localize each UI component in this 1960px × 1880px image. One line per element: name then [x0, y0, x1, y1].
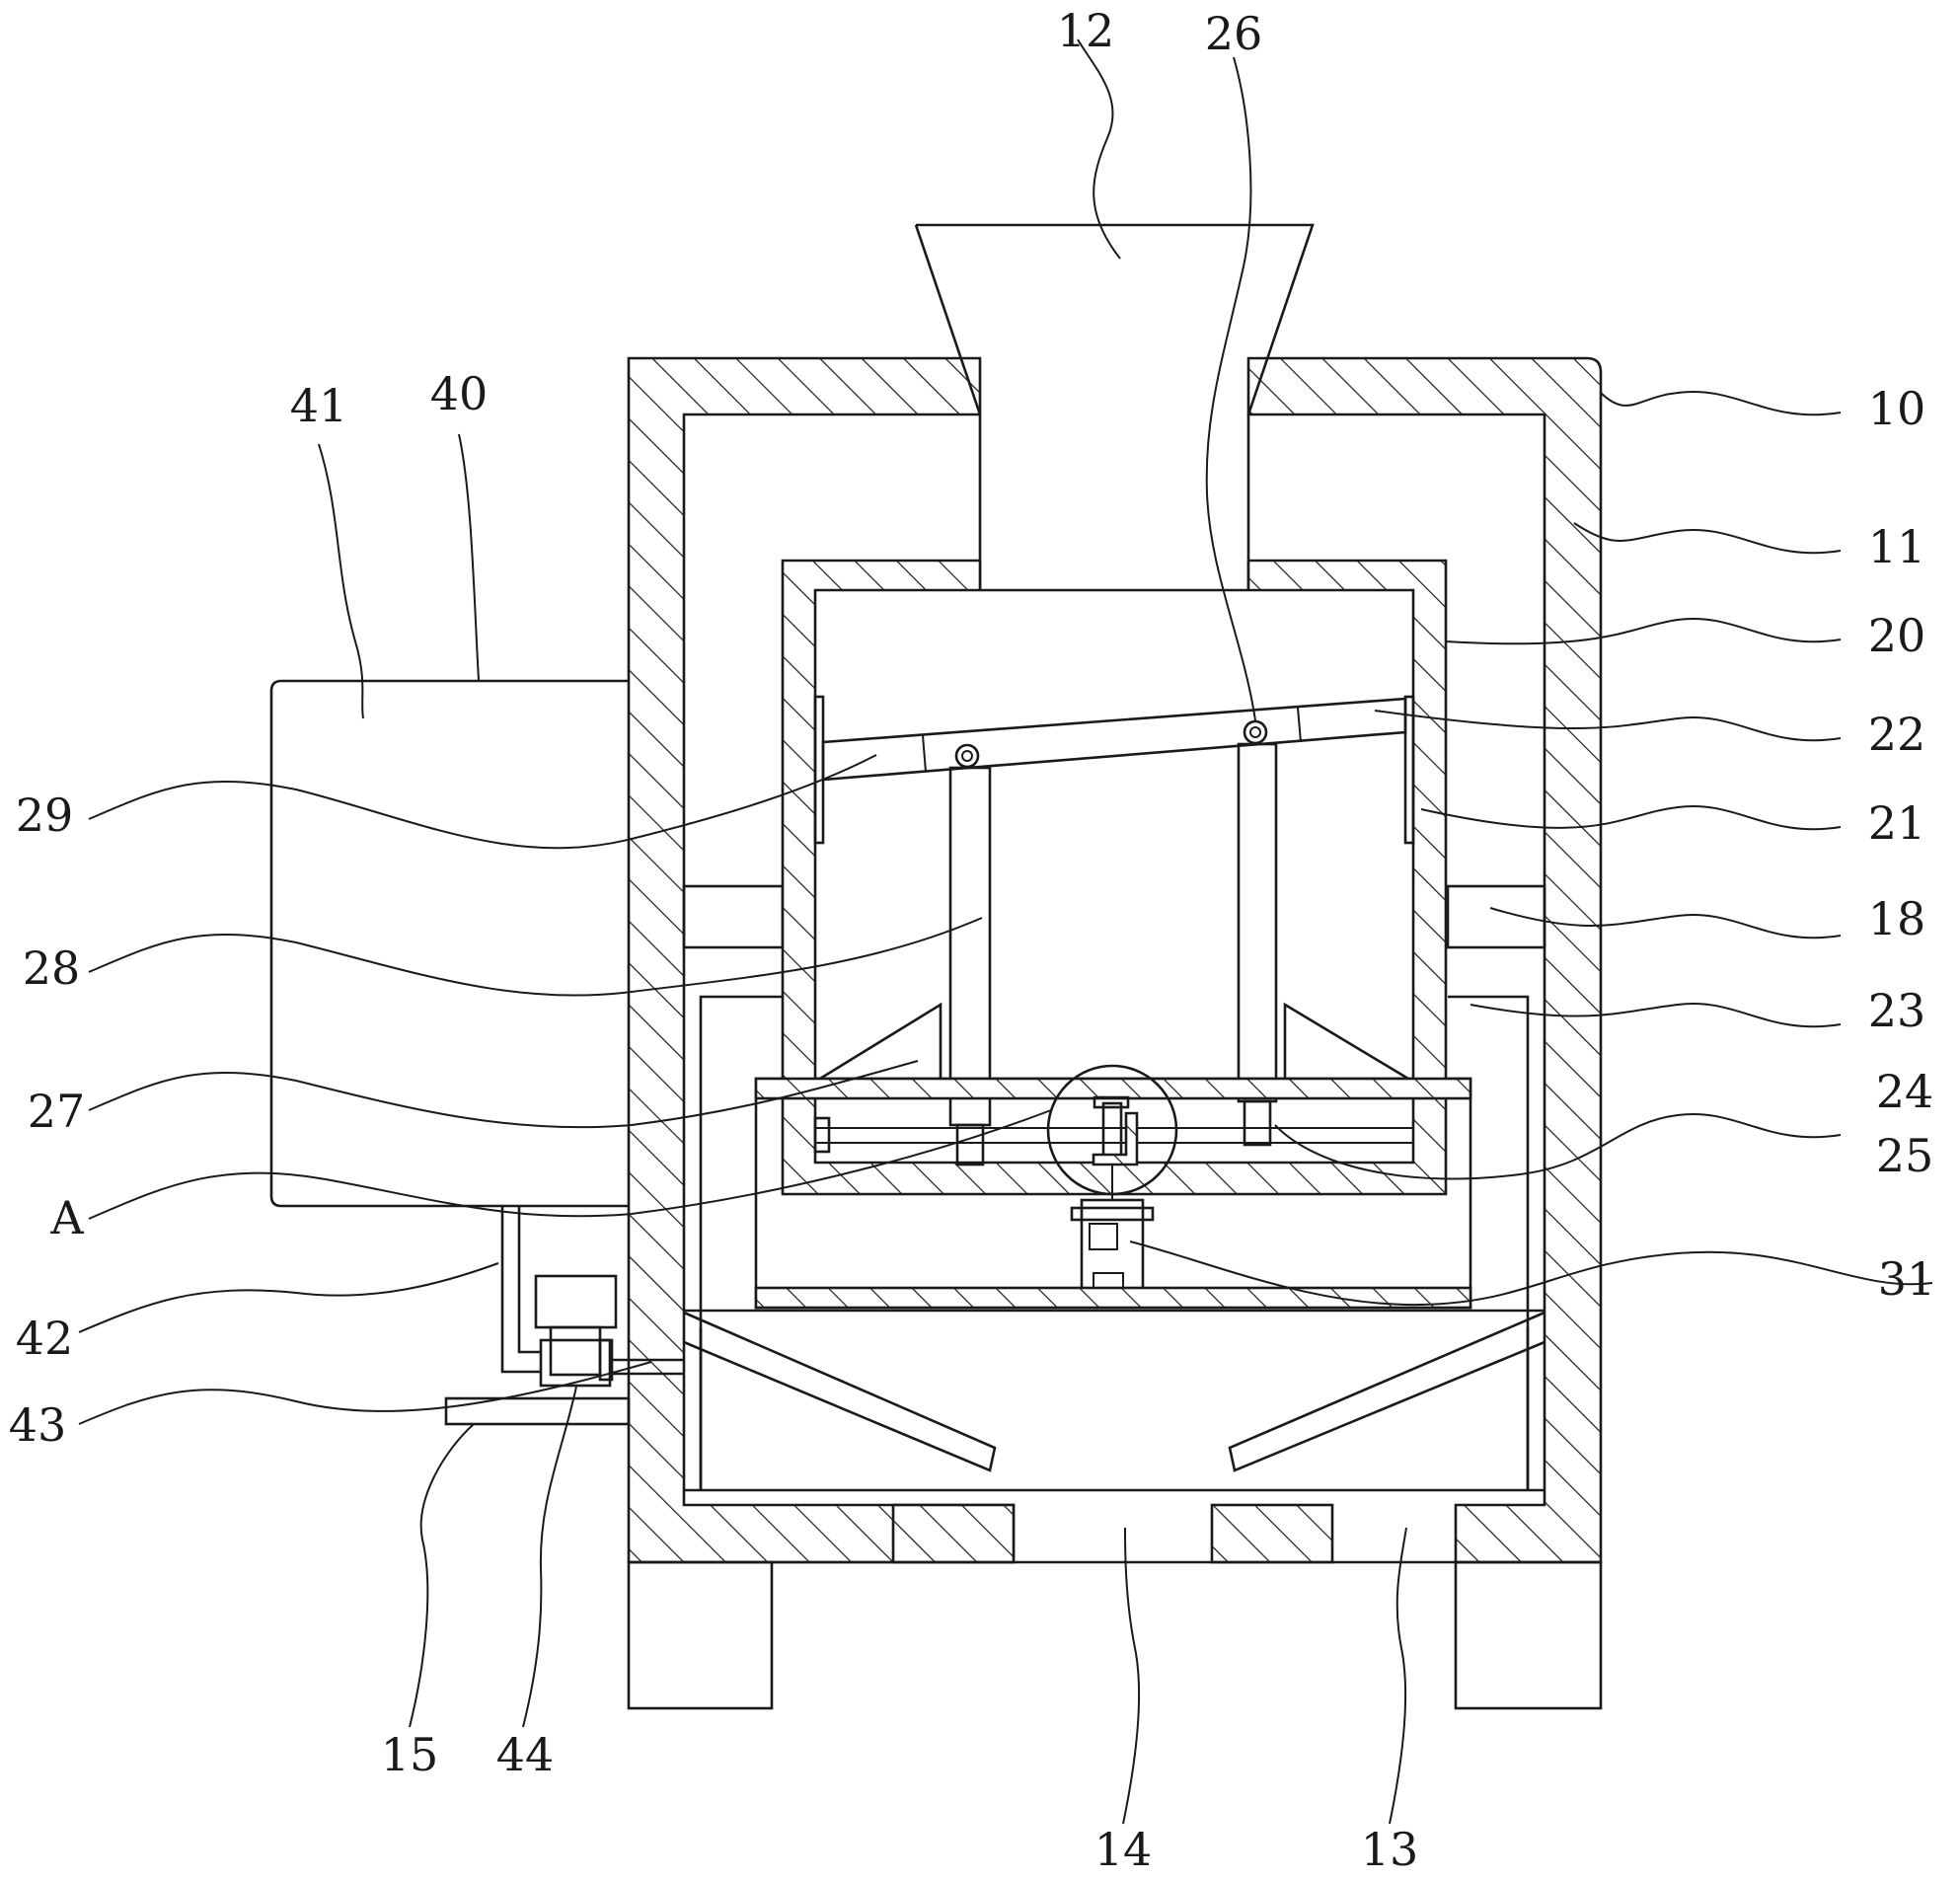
label-14: 14 [1094, 1823, 1153, 1876]
reference-labels: 12 26 41 40 10 11 20 22 29 21 18 28 23 2… [9, 4, 1936, 1876]
outer-housing [627, 356, 1603, 1710]
label-27: 27 [28, 1085, 86, 1138]
housing-bottom-block-right [1210, 1503, 1334, 1564]
label-42: 42 [16, 1312, 74, 1365]
inclined-screen [821, 697, 1407, 782]
label-41: 41 [290, 379, 348, 432]
label-44: 44 [496, 1728, 555, 1781]
label-11: 11 [1868, 520, 1926, 573]
collector-box [269, 679, 629, 1208]
label-13: 13 [1361, 1823, 1419, 1876]
label-A: A [49, 1191, 84, 1244]
right-leg [1454, 1560, 1603, 1710]
fan-assembly [444, 1206, 684, 1426]
label-28: 28 [23, 941, 81, 995]
label-20: 20 [1868, 609, 1926, 662]
label-23: 23 [1868, 984, 1926, 1037]
label-18: 18 [1868, 892, 1926, 945]
collection-chutes [683, 1286, 1545, 1490]
label-22: 22 [1868, 708, 1926, 761]
deflector-plates [814, 1002, 1418, 1084]
dust-collector [269, 679, 629, 1208]
label-43: 43 [9, 1398, 67, 1452]
housing-left-wall [627, 356, 1016, 1564]
inner-frame [699, 995, 1530, 1490]
fan-motor [534, 1274, 618, 1329]
label-24: 24 [1876, 1065, 1934, 1118]
left-leg [627, 1560, 774, 1710]
housing-right-wall [1246, 356, 1603, 1564]
drive-motor [1046, 1064, 1178, 1301]
vertical-rods [948, 742, 1278, 1166]
label-40: 40 [430, 367, 489, 420]
outlet-pipe [444, 1396, 631, 1426]
leader-lines [78, 38, 1933, 1825]
housing-bottom-block-left [891, 1503, 1016, 1564]
milling-box-wall [781, 559, 1448, 1196]
slide-plate [754, 1077, 1472, 1154]
label-31: 31 [1878, 1252, 1936, 1306]
label-25: 25 [1876, 1129, 1934, 1182]
label-10: 10 [1868, 382, 1926, 435]
label-26: 26 [1205, 7, 1263, 60]
label-15: 15 [381, 1728, 439, 1781]
label-21: 21 [1868, 796, 1926, 850]
label-29: 29 [16, 789, 74, 842]
label-12: 12 [1057, 4, 1115, 57]
milling-box [781, 559, 1448, 1196]
